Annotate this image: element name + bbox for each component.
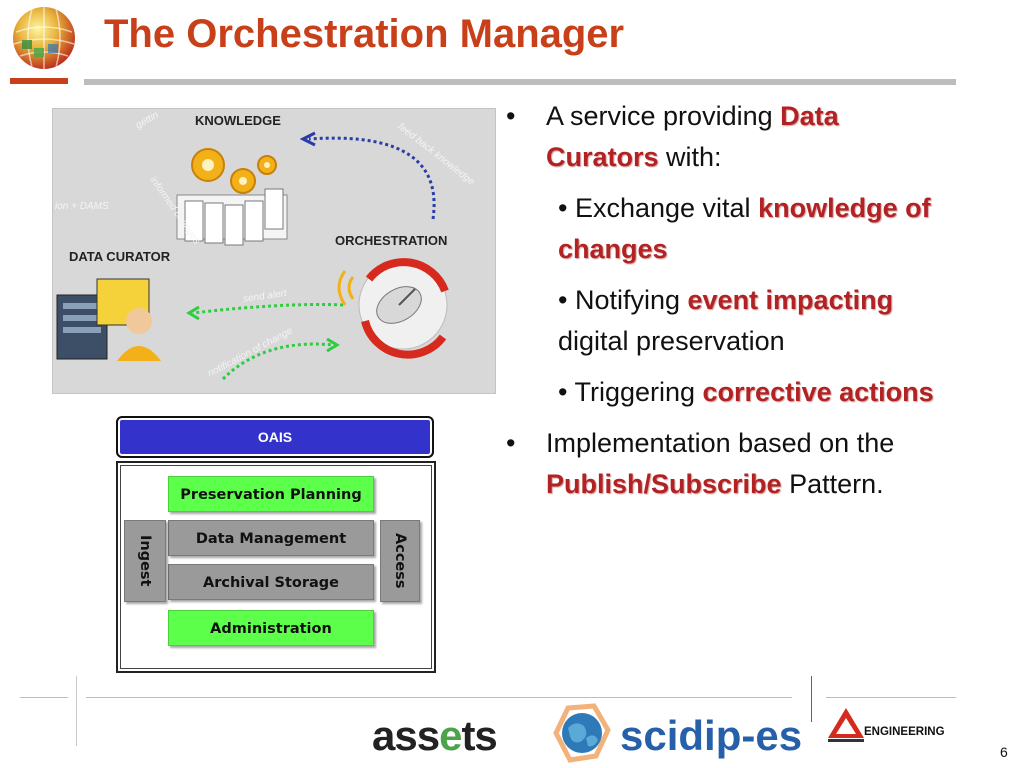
knowledge-label: KNOWLEDGE [195, 113, 281, 128]
bullet-text: with: [658, 142, 722, 172]
footer-divider-accent [811, 676, 812, 722]
bullet-text: Pattern. [781, 469, 884, 499]
assets-logo-text: ass [372, 712, 440, 759]
footer-rule [86, 697, 792, 698]
data-curator-icon [56, 278, 161, 361]
bullet-text: Implementation based on the [546, 428, 895, 458]
assets-logo-text: e [439, 712, 462, 759]
engineering-logo-text: ENGINEERING [864, 726, 945, 738]
bullet-emphasis: Data Curators [546, 101, 839, 172]
ingest-box: Ingest [124, 520, 166, 602]
oais-header: OAIS [116, 416, 434, 458]
subbullet-emphasis: corrective actions [702, 377, 934, 407]
oais-title: OAIS [257, 429, 293, 445]
subbullet-text: digital preservation [558, 326, 785, 356]
title-rule-accent [10, 78, 68, 84]
subbullet-exchange: • Exchange vital knowledge of changes [506, 188, 946, 270]
subbullet-emphasis: event impacting [687, 285, 894, 315]
bullet-list: • A service providing Data Curators with… [506, 96, 946, 515]
assets-logo-text: ts [461, 712, 497, 759]
archival-storage-box: Archival Storage [168, 564, 374, 600]
title-rule [84, 79, 956, 85]
orchestration-figure: KNOWLEDGE ORCHESTRATION DATA CURATOR get… [52, 108, 496, 394]
bullet-dot: • [506, 428, 516, 458]
orchestration-illustration [56, 131, 449, 381]
bullet-implementation: • Implementation based on the Publish/Su… [506, 423, 946, 505]
oais-frame [116, 461, 436, 673]
page-number: 6 [1000, 744, 1008, 760]
bullet-text: A service providing [546, 101, 781, 131]
change-arrow-icon [221, 342, 334, 381]
subbullet-emphasis: knowledge of changes [558, 193, 931, 264]
bullet-service: • A service providing Data Curators with… [506, 96, 946, 178]
orchestration-label: ORCHESTRATION [335, 233, 448, 248]
data-management-box: Data Management [168, 520, 374, 556]
alert-arrow-icon [192, 302, 344, 315]
page-title: The Orchestration Manager [104, 12, 625, 56]
scidip-logo-text: scidip-es [620, 712, 803, 759]
bullet-dot: • [506, 101, 516, 131]
data-curator-label: DATA CURATOR [69, 249, 171, 264]
footer-rule [20, 697, 68, 698]
subbullet-text: • Exchange vital [558, 193, 759, 223]
faint-label-dams: ion + DAMS [55, 201, 109, 212]
bullet-emphasis: Publish/Subscribe [546, 469, 782, 499]
oais-inner-frame [120, 465, 432, 669]
subbullet-notifying: • Notifying event impacting digital pres… [506, 280, 946, 362]
engineering-logo-icon [828, 708, 864, 742]
preservation-planning-box: Preservation Planning [168, 476, 374, 512]
globe-logo-icon [13, 7, 75, 69]
administration-box: Administration [168, 610, 374, 646]
assets-logo: assets [372, 712, 498, 760]
subbullet-text: • Triggering [558, 377, 703, 407]
documents-icon [176, 188, 288, 246]
footer-rule [826, 697, 956, 698]
subbullet-triggering: • Triggering corrective actions [506, 372, 946, 413]
footer-divider [76, 676, 77, 746]
scidip-globe-icon [553, 703, 611, 763]
gears-icon [191, 148, 277, 194]
subbullet-text: • Notifying [558, 285, 688, 315]
satellite-dish-icon [337, 258, 449, 359]
feedback-arrow-icon [308, 136, 436, 220]
access-box: Access [380, 520, 420, 602]
